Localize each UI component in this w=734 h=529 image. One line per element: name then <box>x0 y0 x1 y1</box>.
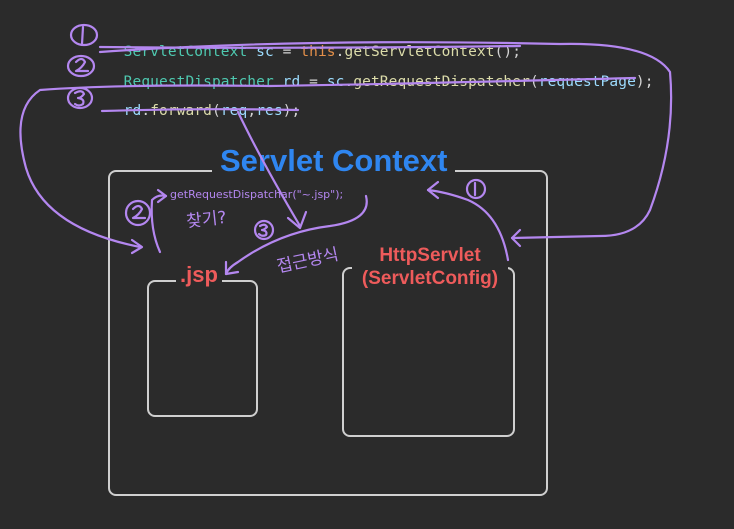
code-token-dot: . <box>344 74 354 90</box>
loop-line-2-arrowhead <box>510 228 522 248</box>
code-token-comma: , <box>247 103 257 119</box>
dispatch-arrow-head <box>224 260 240 276</box>
step-2-marker-arrow <box>150 194 168 254</box>
step-2-marker-digit <box>131 204 147 220</box>
step-2-marker-circle <box>124 199 152 227</box>
step-3-marker-circle <box>253 219 275 241</box>
code-token-op: = <box>300 74 327 90</box>
step-3-digit <box>73 90 86 107</box>
underline-line-1 <box>98 44 522 49</box>
forward-arrow-head <box>286 210 308 230</box>
step-1-circle <box>69 23 99 47</box>
http-servlet-label-line2: (ServletConfig) <box>361 268 499 289</box>
step-1-marker-arrowhead <box>426 180 440 200</box>
dispatch-arrow <box>224 194 368 276</box>
step-2-digit <box>74 57 90 73</box>
code-token-function: forward <box>150 103 212 119</box>
step-1-marker-circle <box>465 178 487 200</box>
annotation-dispatcher: getRequestDispatchar("~.jsp"); <box>170 188 344 201</box>
step-2-circle <box>66 54 96 78</box>
forward-arrow <box>236 110 302 228</box>
code-token-arg: res <box>256 103 283 119</box>
step-2-marker-arrowhead <box>156 188 168 204</box>
servlet-context-title: Servlet Context <box>212 143 456 179</box>
underline-line-3 <box>100 108 300 113</box>
code-token-tail: (); <box>494 44 522 60</box>
code-token-dot: . <box>335 44 345 60</box>
http-servlet-label-line1: HttpServlet <box>379 245 481 266</box>
code-token-tail: ); <box>635 74 654 90</box>
step-1-marker-arrow <box>426 188 510 262</box>
http-servlet-label: HttpServlet (ServletConfig) <box>352 244 508 290</box>
code-token-open: ( <box>529 74 539 90</box>
step-1-digit <box>80 25 85 46</box>
loop-line-2 <box>98 41 673 240</box>
code-token-tail: ); <box>282 103 301 119</box>
code-token-open: ( <box>212 103 221 119</box>
jsp-label: .jsp <box>176 262 222 288</box>
step-3-marker-digit <box>257 223 269 237</box>
loop-line-2-tail <box>19 76 637 249</box>
code-token-op: = <box>273 44 301 60</box>
loop-line-2-tail-arrowhead <box>130 238 144 255</box>
